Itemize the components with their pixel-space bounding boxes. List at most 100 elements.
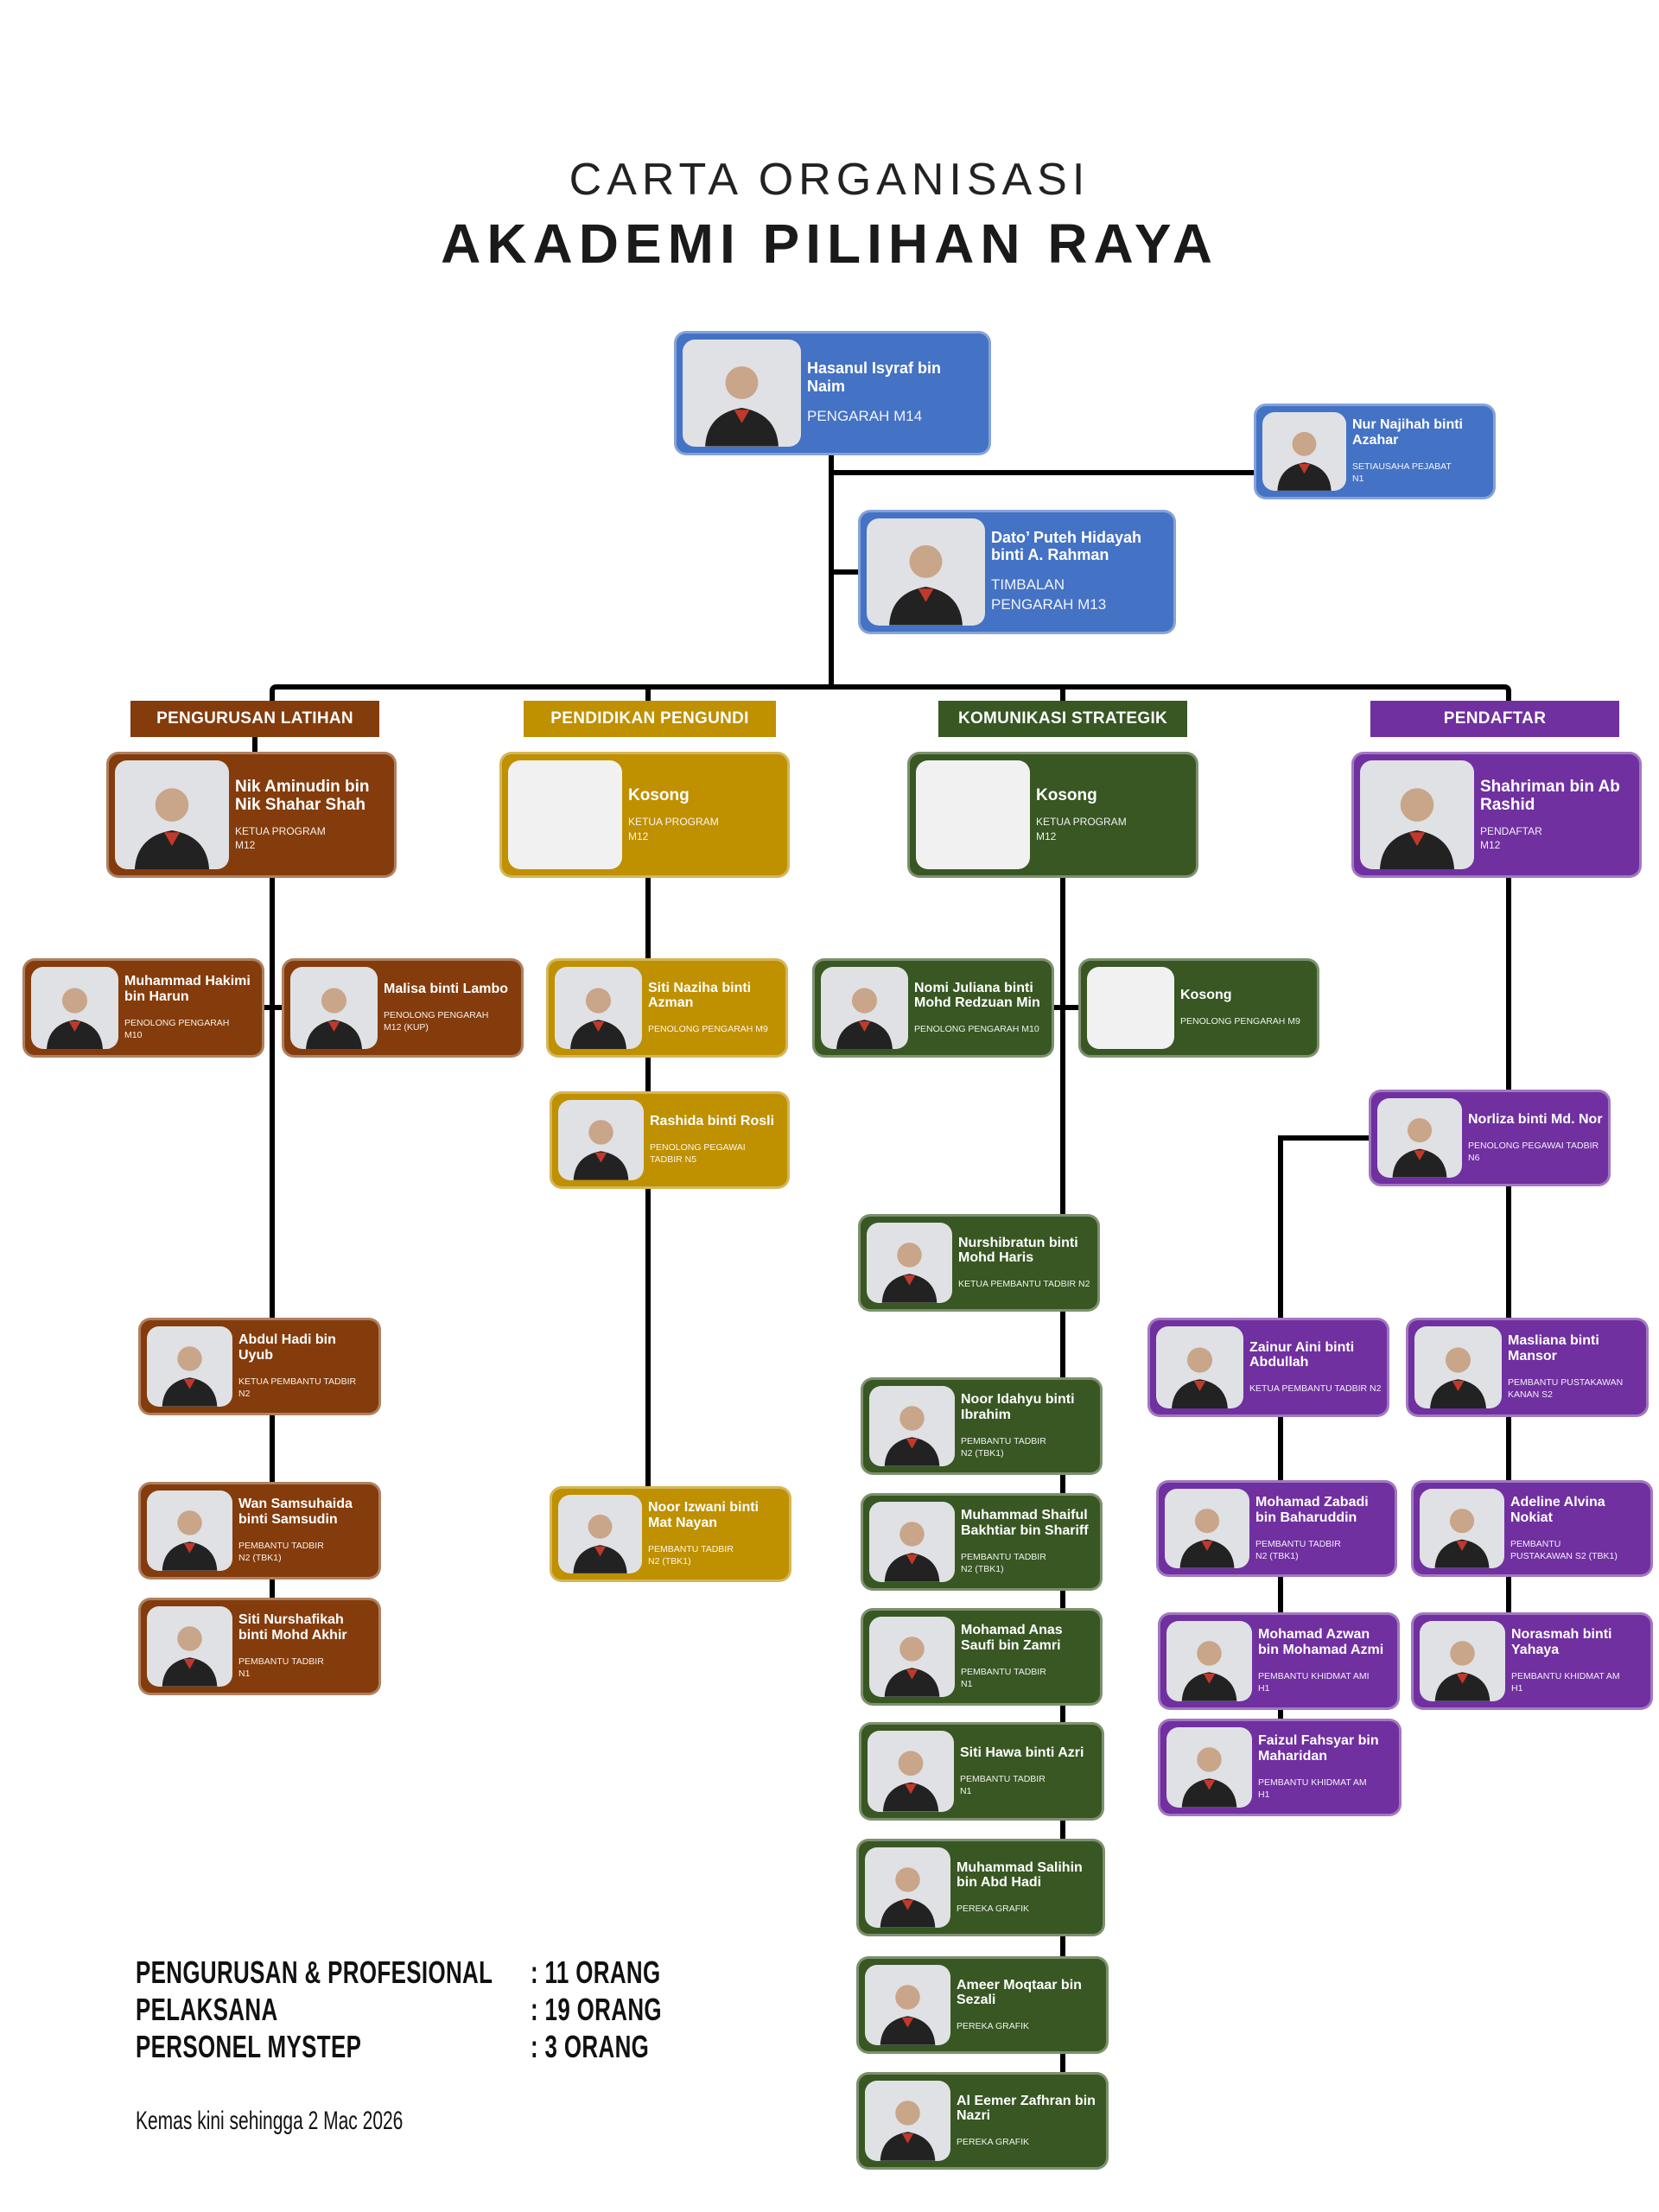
staff-name: Malisa binti Lambo: [384, 982, 509, 997]
dept-header-pendaftar: PENDAFTAR: [1370, 701, 1619, 737]
staff-position: N2 (TBK1): [238, 1553, 282, 1564]
staff-photo: [869, 1502, 955, 1582]
staff-photo: [147, 1491, 232, 1571]
staff-name: Kosong: [1036, 786, 1097, 805]
staff-name: Wan Samsuhaida binti Samsudin: [238, 1497, 353, 1528]
staff-position: PEMBANTU TADBIR: [1255, 1538, 1341, 1549]
staff-position: M10: [124, 1030, 143, 1041]
staff-name: Nur Najihah binti Azahar: [1352, 417, 1463, 448]
staff-name: Zainur Aini binti Abdullah: [1249, 1339, 1355, 1370]
staff-photo: [869, 1617, 955, 1697]
staff-name: Hasanul Isyraf bin Naim: [807, 359, 942, 395]
staff-name: Ameer Moqtaar bin Sezali: [957, 1977, 1082, 2008]
staff-name: Muhammad Shaiful Bakhtiar bin Shariff: [961, 1508, 1089, 1539]
staff-photo: [1166, 1727, 1252, 1808]
staff-position: M12: [1036, 830, 1057, 842]
dept-header-pendidikan-pengundi: PENDIDIKAN PENGUNDI: [524, 701, 776, 737]
staff-position: PEMBANTU TADBIR: [648, 1544, 734, 1555]
staff-position: PEMBANTU TADBIR: [238, 1656, 324, 1668]
staff-position: TIMBALAN: [991, 576, 1065, 594]
staff-position: PENOLONG PEGAWAI: [650, 1142, 746, 1154]
staff-photo: [821, 967, 908, 1049]
staff-name: Norasmah binti Yahaya: [1511, 1627, 1612, 1658]
staff-photo: [1360, 760, 1474, 869]
staff-photo: [1420, 1489, 1504, 1568]
staff-position: PEMBANTU KHIDMAT AMI: [1258, 1671, 1370, 1682]
staff-position: PEMBANTU TADBIR: [961, 1552, 1046, 1563]
staff-position: PENOLONG PEGAWAI TADBIR: [1468, 1140, 1599, 1151]
staff-name: Rashida binti Rosli: [650, 1114, 775, 1129]
empty-photo-placeholder: [508, 760, 622, 869]
staff-photo: [31, 967, 118, 1049]
staff-position: KANAN S2: [1508, 1389, 1553, 1401]
chart-title: AKADEMI PILIHAN RAYA: [441, 213, 1218, 275]
staff-photo: [555, 967, 642, 1049]
staff-position: N2: [238, 1389, 251, 1400]
staff-name: Mohamad Zabadi bin Baharuddin: [1255, 1494, 1369, 1525]
staff-photo: [147, 1326, 232, 1407]
staff-position: PEREKA GRAFIK: [957, 2021, 1030, 2032]
staff-position: KETUA PROGRAM: [235, 825, 326, 838]
staff-position: PENGARAH M14: [807, 407, 923, 424]
staff-position: N2 (TBK1): [961, 1564, 1004, 1575]
staff-position: N1: [238, 1669, 251, 1680]
staff-position: N1: [960, 1785, 972, 1796]
staff-position: H1: [1258, 1789, 1270, 1801]
staff-position: PENOLONG PENGARAH M10: [914, 1024, 1039, 1035]
staff-photo: [290, 967, 378, 1049]
staff-name: Shahriman bin Ab Rashid: [1480, 777, 1620, 814]
staff-position: PEMBANTU KHIDMAT AM: [1511, 1671, 1620, 1682]
staff-photo: [1156, 1326, 1243, 1408]
staff-position: PEMBANTU KHIDMAT AM: [1258, 1777, 1367, 1789]
staff-position: H1: [1511, 1683, 1523, 1694]
staff-name: Nik Aminudin bin Nik Shahar Shah: [235, 777, 370, 814]
summary-label: PERSONEL MYSTEP: [136, 2029, 362, 2064]
staff-photo: [147, 1606, 232, 1687]
staff-name: Adeline Alvina Nokiat: [1510, 1494, 1605, 1525]
staff-position: N2 (TBK1): [961, 1448, 1004, 1459]
dept-label: PENGURUSAN LATIHAN: [156, 709, 353, 728]
staff-position: N1: [1352, 474, 1364, 485]
staff-name: Siti Nurshafikah binti Mohd Akhir: [238, 1612, 347, 1643]
staff-position: M12: [628, 830, 649, 842]
connector-line: [270, 684, 1511, 737]
staff-name: Mohamad Azwan bin Mohamad Azmi: [1258, 1627, 1384, 1658]
staff-position: KETUA PROGRAM: [628, 816, 719, 829]
staff-position: N1: [961, 1679, 973, 1690]
staff-position: H1: [1258, 1683, 1270, 1694]
staff-name: Al Eemer Zafhran bin Nazri: [957, 2093, 1096, 2124]
staff-position: PENOLONG PENGARAH: [384, 1010, 489, 1021]
staff-position: M12: [1480, 839, 1501, 852]
staff-photo: [115, 760, 229, 869]
